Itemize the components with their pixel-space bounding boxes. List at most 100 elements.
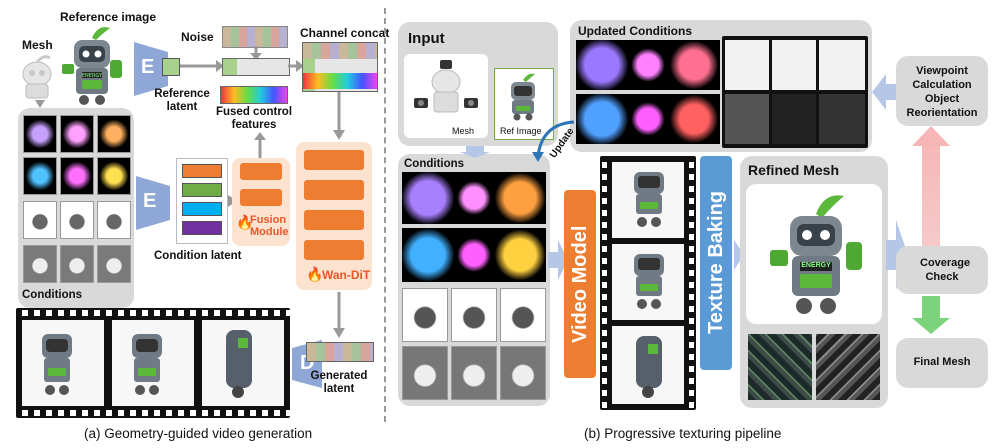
video-model-block <box>564 190 596 378</box>
conditions-left-label: Conditions <box>22 289 83 301</box>
noise-label: Noise <box>181 30 214 44</box>
arrow-conditions-video <box>548 240 568 280</box>
arrow-fusion-up <box>254 132 266 158</box>
viewpoint-label: Viewpoint Calculation Object Reorientati… <box>906 65 978 119</box>
cond-latent-orange <box>182 164 222 178</box>
reference-latent-square <box>162 58 180 76</box>
cond-right-sil-3 <box>500 346 546 400</box>
cond-sil-3 <box>97 245 131 283</box>
arrow-head-pink <box>912 126 950 146</box>
caption-b: (b) Progressive texturing pipeline <box>584 426 782 441</box>
cond-pos-2 <box>60 157 94 195</box>
refined-mesh-robot <box>770 195 862 314</box>
cond-right-normal-row <box>402 172 546 224</box>
reference-image: ENERGY <box>58 24 126 108</box>
video-frame-robot-1 <box>42 334 72 395</box>
texture-baking-block <box>700 156 732 370</box>
encoder-e-mid <box>136 176 170 230</box>
arrow-wan-gen <box>333 292 345 338</box>
coverage-check-box <box>896 246 988 294</box>
wan-dit-label: Wan-DiT <box>322 268 371 282</box>
cond-right-pos-row <box>402 228 546 282</box>
cond-normal-3 <box>97 115 131 153</box>
arrow-baking-refined <box>734 240 744 270</box>
caption-a: (a) Geometry-guided video generation <box>84 426 313 441</box>
condition-latent-label: Condition latent <box>154 250 242 262</box>
svg-text:ENERGY: ENERGY <box>82 73 103 79</box>
cond-latent-purple <box>182 221 222 235</box>
cond-right-mask-1 <box>402 288 448 342</box>
video-frame-robot-3 <box>226 330 252 398</box>
latent-sequence <box>222 58 290 76</box>
center-frame-robot-3 <box>636 336 662 398</box>
video-model-label: Video Model <box>569 225 591 343</box>
conditions-right-label: Conditions <box>404 158 465 170</box>
cond-mask-1 <box>23 201 57 239</box>
update-arrow <box>532 120 575 162</box>
arrow-concat-wan <box>333 92 345 140</box>
reference-latent-label: Reference latent <box>154 88 210 113</box>
section-divider <box>384 8 386 422</box>
encoder-e-top-label: E <box>141 56 155 78</box>
mesh-label: Mesh <box>22 38 53 52</box>
cond-normal-1 <box>23 115 57 153</box>
channel-concat-block <box>302 42 378 92</box>
mesh-render <box>22 55 52 99</box>
fusion-block-1 <box>240 163 282 180</box>
arrow-head-green <box>912 318 950 334</box>
cond-right-mask-3 <box>500 288 546 342</box>
wan-dit-block-2 <box>304 180 364 200</box>
texture-baking-label: Texture Baking <box>705 191 727 335</box>
coverage-check-label: Coverage Check <box>920 257 971 283</box>
ref-image-label: Ref Image <box>500 126 542 136</box>
arrow-coverage-final <box>922 296 940 324</box>
arrow-coverage-viewpoint <box>922 140 940 246</box>
center-frame-robot-2 <box>634 254 664 309</box>
cond-normal-2 <box>60 115 94 153</box>
texture-map-2 <box>816 334 880 400</box>
input-mesh-label: Mesh <box>452 126 475 136</box>
arrow-noise-down <box>250 46 262 60</box>
cond-sil-1 <box>23 245 57 283</box>
arrow-viewpoint-updated <box>872 74 898 110</box>
generated-latent-strip <box>306 342 374 362</box>
video-frame-robot-2 <box>132 334 162 395</box>
arrow-mesh-down <box>35 100 45 108</box>
final-mesh-label: Final Mesh <box>913 356 971 368</box>
arrow-input-conditions <box>460 146 490 158</box>
cond-right-mask-2 <box>451 288 497 342</box>
updated-conditions-label: Updated Conditions <box>578 24 692 38</box>
cond-latent-cyan <box>182 202 222 216</box>
reference-image-label: Reference image <box>60 10 157 24</box>
cond-sil-2 <box>60 245 94 283</box>
texture-map-1 <box>748 334 812 400</box>
updated-normal-row <box>576 40 720 90</box>
cond-pos-3 <box>97 157 131 195</box>
wan-dit-block-3 <box>304 210 364 230</box>
cond-latent-green <box>182 183 222 197</box>
arrow-to-concat <box>288 60 304 72</box>
arrow-ref-to-seq <box>180 60 224 72</box>
cond-mask-2 <box>60 201 94 239</box>
encoder-e-top <box>134 42 168 96</box>
refined-mesh-label: Refined Mesh <box>748 162 840 178</box>
encoder-e-mid-label: E <box>143 190 157 212</box>
fire-icon-fusion: 🔥 <box>236 214 254 230</box>
cond-mask-3 <box>97 201 131 239</box>
refined-mesh-energy-text: ENERGY <box>801 262 831 269</box>
fusion-block-2 <box>240 189 282 206</box>
wan-dit-block-1 <box>304 150 364 170</box>
wan-dit-block-4 <box>304 240 364 260</box>
channel-concat-label: Channel concat <box>300 26 390 40</box>
noise-grid <box>222 26 288 48</box>
generated-latent-label: Generated latent <box>310 370 368 395</box>
fire-icon-wan: 🔥 <box>306 266 324 282</box>
input-label: Input <box>408 30 445 47</box>
final-mesh-box <box>896 338 988 388</box>
fused-control-strip <box>220 86 288 104</box>
input-mesh-render <box>414 60 478 113</box>
updated-pos-row <box>576 94 720 144</box>
cond-right-sil-1 <box>402 346 448 400</box>
ref-image-robot <box>511 73 535 121</box>
viewpoint-box <box>896 56 988 126</box>
